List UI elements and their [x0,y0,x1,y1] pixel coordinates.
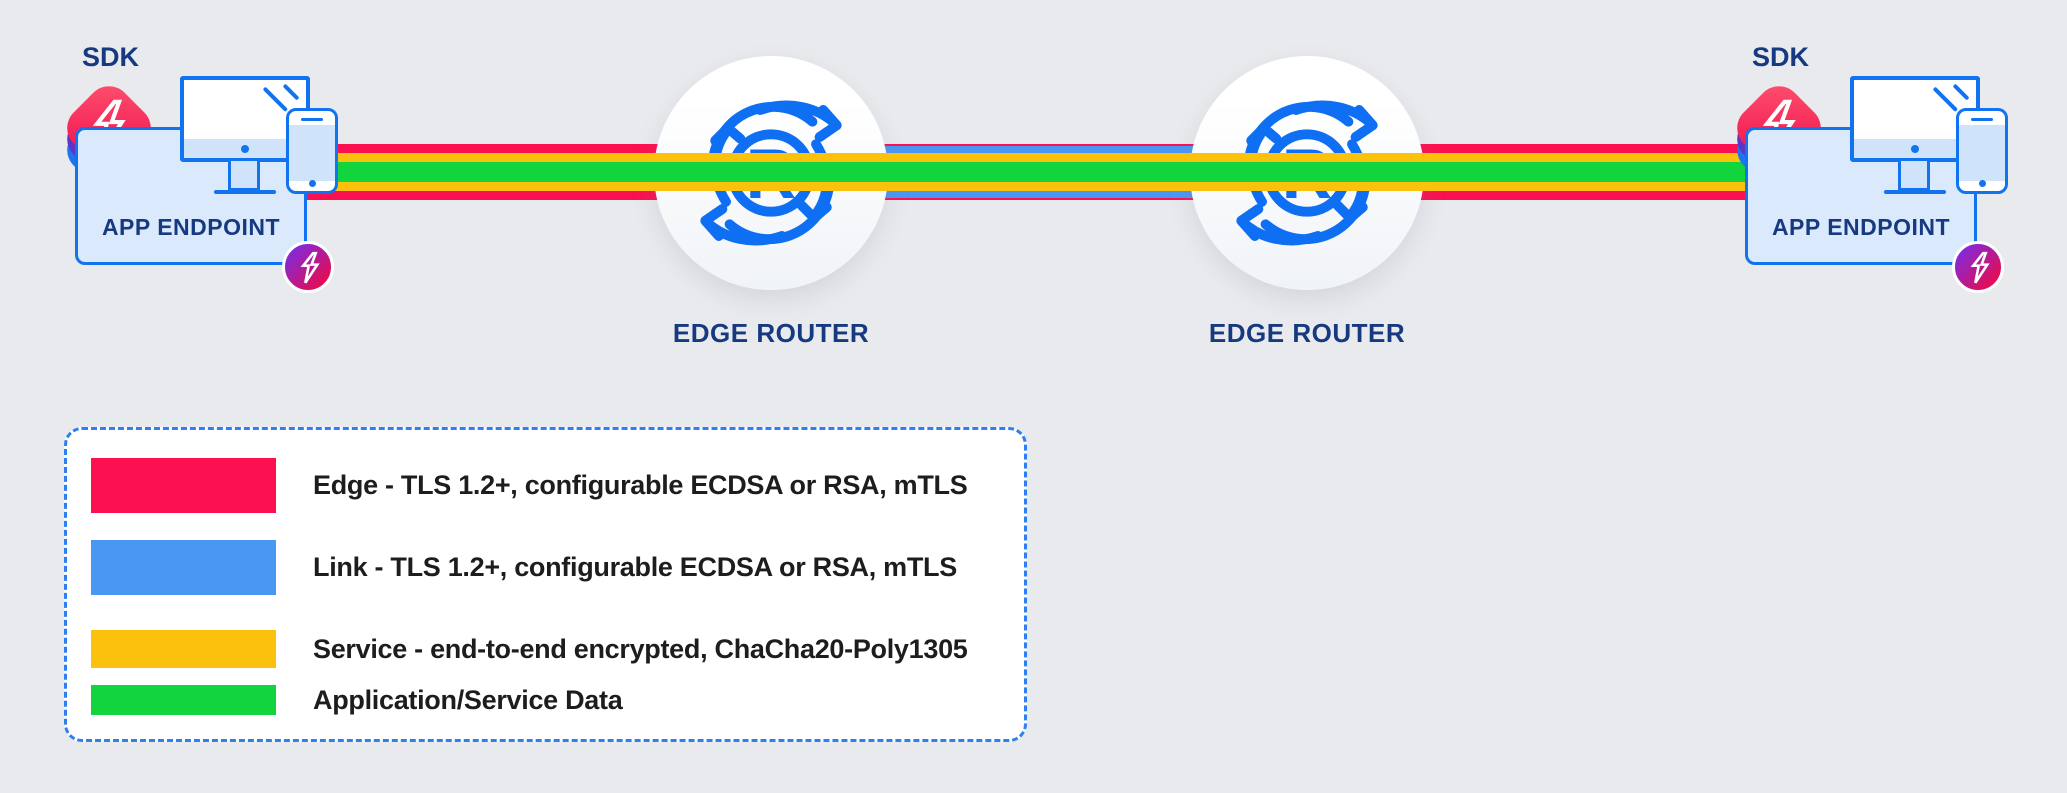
monitor-base [1884,190,1946,194]
monitor-bezel [1854,139,1976,158]
service-color-swatch [91,630,276,668]
sdk-badge-icon [282,241,334,293]
link-tls-stripe-top [771,146,1307,153]
app-endpoint-label: APP ENDPOINT [1771,214,1951,240]
legend-label: Application/Service Data [313,684,623,715]
phone-speaker [1971,118,1993,121]
phone-home-dot [309,180,316,187]
monitor-dot [1911,144,1919,153]
link-color-swatch [91,540,276,595]
edge-color-swatch [91,458,276,513]
legend-label: Edge - TLS 1.2+, configurable ECDSA or R… [313,470,968,500]
monitor-bezel [184,139,306,158]
monitor-base [214,190,276,194]
phone-home-dot [1979,180,1986,187]
sdk-label: SDK [82,42,140,72]
app-endpoint-right: SDK APP ENDPOINT [1670,0,2040,310]
sdk-badge-icon [1952,241,2004,293]
service-stripe-top [300,153,1760,162]
legend-row-edge: Edge - TLS 1.2+, configurable ECDSA or R… [67,458,1024,513]
lightning-bolt-icon [300,251,320,284]
phone-icon [286,108,338,194]
legend-row-data: Application/Service Data [67,685,1024,715]
phone-screen [289,125,335,181]
sdk-label: SDK [1752,42,1810,72]
data-color-swatch [91,685,276,715]
service-stripe-bottom [300,182,1760,191]
legend-label: Service - end-to-end encrypted, ChaCha20… [313,633,968,664]
phone-screen [1959,125,2005,181]
monitor-dot [241,144,249,153]
app-data-stripe [300,162,1760,182]
link-tls-stripe-bottom [771,191,1307,198]
edge-router-label-left: EDGE ROUTER [672,318,870,348]
router-icon: R [700,100,842,246]
lightning-bolt-icon [1970,251,1990,284]
phone-icon [1956,108,2008,194]
legend-label: Link - TLS 1.2+, configurable ECDSA or R… [313,552,957,582]
monitor-stand [1898,161,1930,191]
edge-router-node-left: R [654,56,888,290]
legend-panel: Edge - TLS 1.2+, configurable ECDSA or R… [64,427,1027,742]
monitor-stand [228,161,260,191]
legend-row-link: Link - TLS 1.2+, configurable ECDSA or R… [67,540,1024,595]
legend-row-service: Service - end-to-end encrypted, ChaCha20… [67,630,1024,668]
phone-speaker [301,118,323,121]
app-endpoint-left: SDK APP ENDPOINT [0,0,370,310]
edge-router-label-right: EDGE ROUTER [1208,318,1406,348]
app-endpoint-label: APP ENDPOINT [101,214,281,240]
